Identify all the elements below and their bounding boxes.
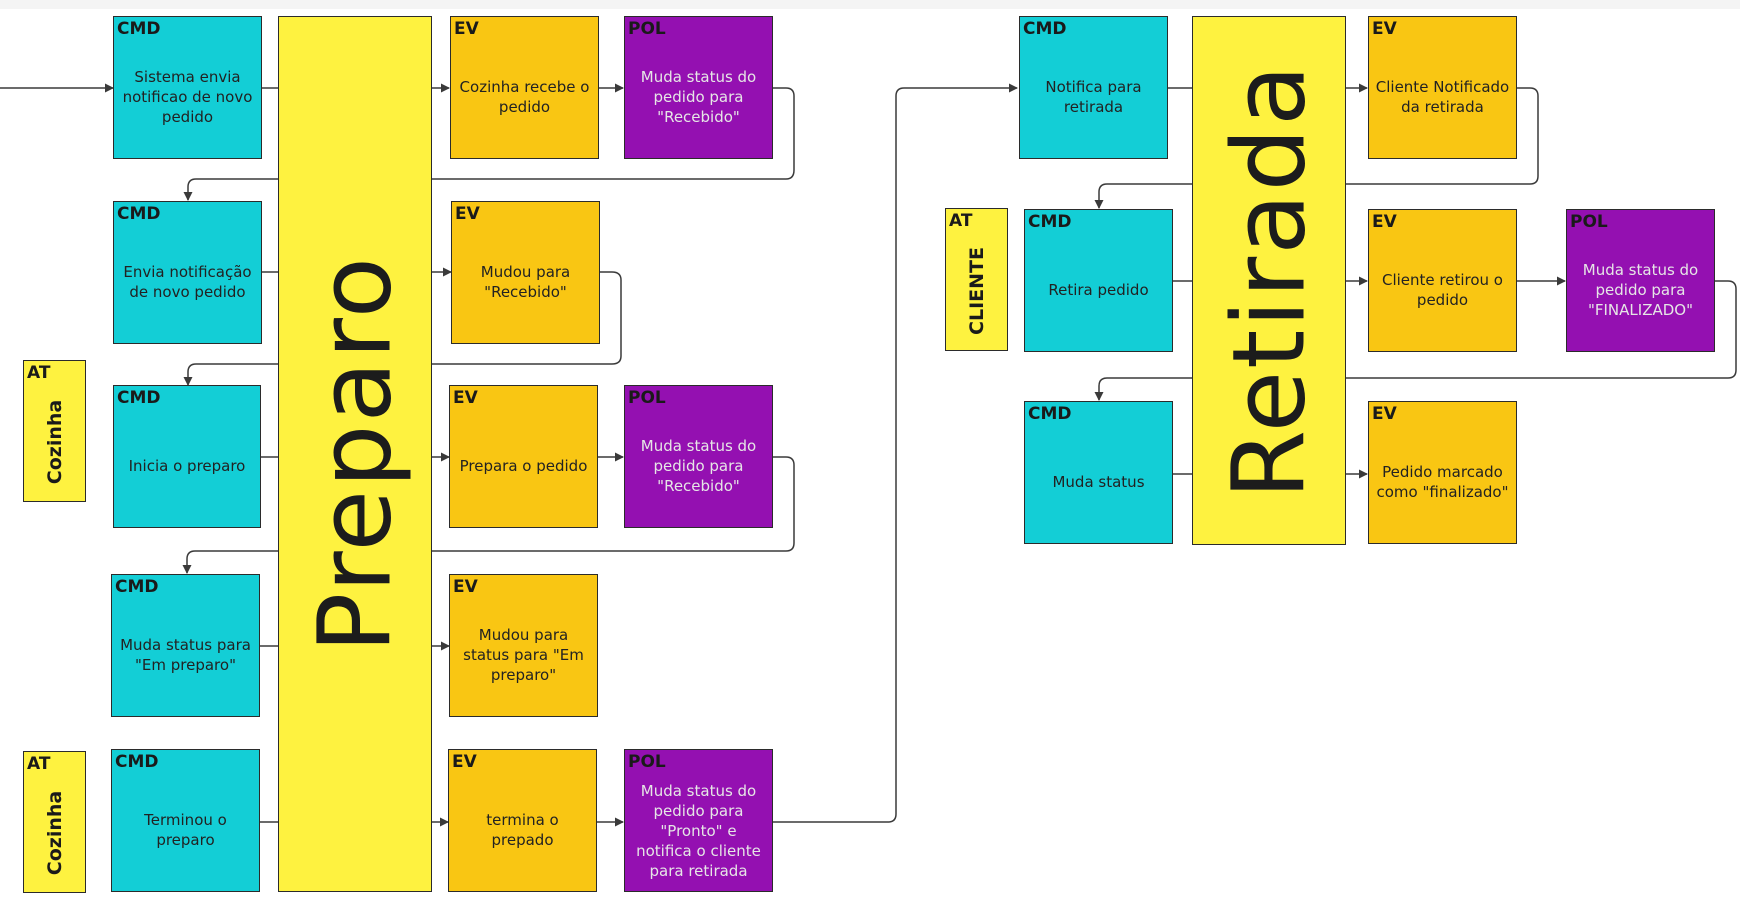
swimlane-preparo: Preparo	[278, 16, 432, 892]
preparo-row3-command: CMD Inicia o preparo	[113, 385, 261, 528]
note-tag: EV	[1372, 19, 1397, 39]
actor-name: Cozinha	[43, 790, 66, 876]
canvas-top-edge	[0, 0, 1740, 9]
note-text: Mudou para "Recebido"	[480, 262, 571, 301]
note-text: Cozinha recebe o pedido	[459, 77, 590, 116]
note-tag: CMD	[117, 19, 161, 39]
note-tag: POL	[628, 19, 666, 39]
retirada-row3-event: EV Pedido marcado como "finalizado"	[1368, 401, 1517, 544]
connector-pol1-cmd2	[183, 87, 795, 201]
note-text: Pedido marcado como "finalizado"	[1376, 462, 1509, 501]
note-text: Sistema envia notificao de novo pedido	[122, 67, 253, 126]
note-tag: CMD	[117, 204, 161, 224]
retirada-row3-command: CMD Muda status	[1024, 401, 1173, 544]
actor-tag: AT	[949, 211, 973, 231]
note-text: Inicia o preparo	[128, 456, 246, 475]
connector-rev1-rcmd2	[1094, 87, 1539, 209]
note-text: Muda status para "Em preparo"	[120, 635, 251, 674]
actor-name: CLIENTE	[965, 246, 988, 335]
note-tag: EV	[453, 577, 478, 597]
retirada-row1-event: EV Cliente Notificado da retirada	[1368, 16, 1517, 159]
actor-cozinha-1: AT Cozinha	[23, 360, 86, 502]
connector-ev2-cmd3	[183, 271, 622, 386]
note-tag: CMD	[1028, 404, 1072, 424]
note-tag: EV	[454, 19, 479, 39]
note-tag: CMD	[115, 577, 159, 597]
note-text: Retira pedido	[1048, 280, 1149, 299]
preparo-row2-event: EV Mudou para "Recebido"	[451, 201, 600, 344]
preparo-row3-event: EV Prepara o pedido	[449, 385, 598, 528]
swimlane-retirada-label: Retirada	[1210, 62, 1328, 499]
note-tag: CMD	[1023, 19, 1067, 39]
actor-cozinha-2: AT Cozinha	[23, 751, 86, 893]
note-text: Muda status do pedido para "Recebido"	[640, 436, 757, 495]
preparo-row1-command: CMD Sistema envia notificao de novo pedi…	[113, 16, 262, 159]
note-tag: EV	[452, 752, 477, 772]
preparo-row1-event: EV Cozinha recebe o pedido	[450, 16, 599, 159]
actor-cliente: AT CLIENTE	[945, 208, 1008, 351]
note-tag: POL	[628, 388, 666, 408]
note-text: Cliente retirou o pedido	[1381, 270, 1503, 309]
note-text: Terminou o preparo	[144, 810, 227, 849]
preparo-row3-policy: POL Muda status do pedido para "Recebido…	[624, 385, 773, 528]
note-tag: CMD	[1028, 212, 1072, 232]
actor-name: Cozinha	[43, 399, 66, 485]
preparo-row1-policy: POL Muda status do pedido para "Recebido…	[624, 16, 773, 159]
preparo-row5-command: CMD Terminou o preparo	[111, 749, 260, 892]
retirada-row2-policy: POL Muda status do pedido para "FINALIZA…	[1566, 209, 1715, 352]
retirada-row1-command: CMD Notifica para retirada	[1019, 16, 1168, 159]
note-text: Cliente Notificado da retirada	[1375, 77, 1510, 116]
note-text: termina o prepado	[486, 810, 559, 849]
note-text: Muda status do pedido para "Pronto" e no…	[636, 781, 761, 880]
connector-pol3-cmd4	[182, 456, 795, 574]
note-text: Muda status do pedido para "Recebido"	[640, 67, 757, 126]
retirada-row2-command: CMD Retira pedido	[1024, 209, 1173, 352]
note-tag: CMD	[115, 752, 159, 772]
swimlane-preparo-label: Preparo	[296, 255, 414, 653]
preparo-row5-policy: POL Muda status do pedido para "Pronto" …	[624, 749, 773, 892]
note-text: Muda status do pedido para "FINALIZADO"	[1582, 260, 1699, 319]
note-text: Envia notificação de novo pedido	[123, 262, 252, 301]
note-text: Notifica para retirada	[1045, 77, 1142, 116]
retirada-row2-event: EV Cliente retirou o pedido	[1368, 209, 1517, 352]
note-tag: POL	[1570, 212, 1608, 232]
preparo-row4-command: CMD Muda status para "Em preparo"	[111, 574, 260, 717]
note-tag: EV	[1372, 404, 1397, 424]
actor-tag: AT	[27, 363, 51, 383]
connector-pol5-retirada	[773, 83, 1018, 823]
note-text: Mudou para status para "Em preparo"	[463, 625, 584, 684]
actor-tag: AT	[27, 754, 51, 774]
note-text: Prepara o pedido	[459, 456, 588, 475]
swimlane-retirada: Retirada	[1192, 16, 1346, 545]
connector-rpol2-rcmd3	[1094, 280, 1737, 401]
note-tag: CMD	[117, 388, 161, 408]
preparo-row4-event: EV Mudou para status para "Em preparo"	[449, 574, 598, 717]
note-text: Muda status	[1052, 472, 1145, 491]
note-tag: EV	[455, 204, 480, 224]
preparo-row5-event: EV termina o prepado	[448, 749, 597, 892]
note-tag: EV	[1372, 212, 1397, 232]
note-tag: EV	[453, 388, 478, 408]
note-tag: POL	[628, 752, 666, 772]
preparo-row2-command: CMD Envia notificação de novo pedido	[113, 201, 262, 344]
